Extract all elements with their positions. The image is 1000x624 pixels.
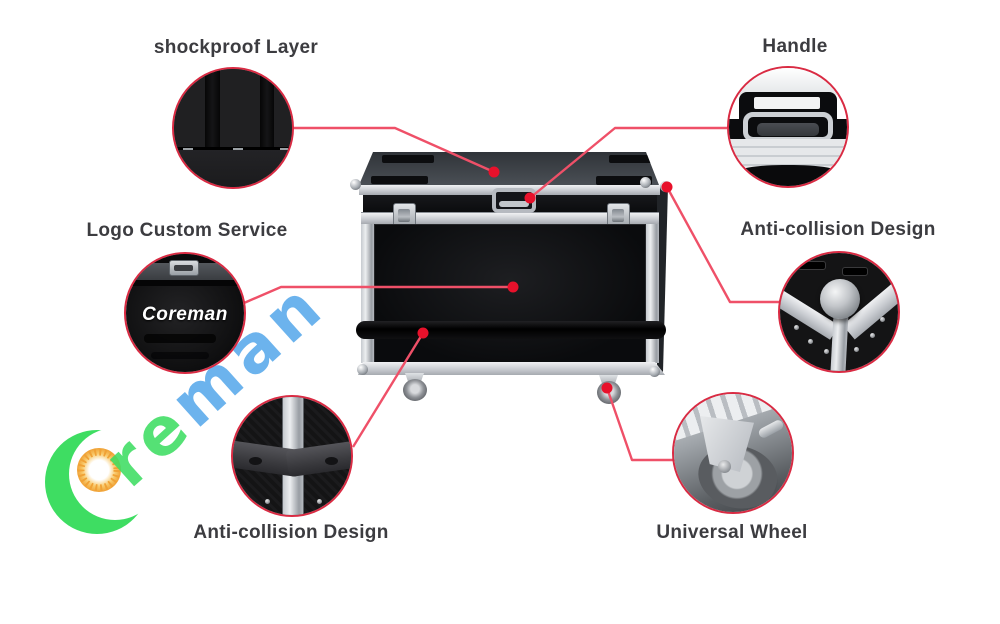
ball-corner [357,364,368,375]
stacking-dish [609,155,653,163]
rivet-dot [317,499,322,504]
watermark-text-green: re [89,385,207,502]
handle-closeup [729,68,847,186]
lid-surface [729,68,847,95]
leader-line-anticollision-corner [665,186,779,304]
case-caster-wheel-left [399,373,430,401]
ball-corner-protector [820,279,860,319]
handle-photo [727,66,849,188]
foam-back-panel [174,69,292,148]
case-edge-rail-right [646,224,659,363]
label-universal-wheel: Universal Wheel [656,522,808,543]
brake-lever [757,418,785,440]
label-logo-custom-service: Logo Custom Service [86,220,288,241]
latch-handle [169,260,199,276]
case-top-handle [492,188,536,213]
flight-case-illustration [350,148,672,406]
ball-corner [649,366,660,377]
shockproof-layer-photo [172,67,294,189]
case-edge-rail-left [361,224,374,363]
band-shadow [126,280,244,286]
rivet-dot [808,339,813,344]
watermark-c-cutout [69,428,161,520]
case-bottom-rail [358,362,665,375]
seam-highlight [280,148,288,150]
anti-collision-corner-photo [778,251,900,373]
wheel-closeup [674,394,792,512]
panel-shadow-streak [151,352,209,359]
label-anti-collision-bottom: Anti-collision Design [193,522,389,543]
logo-custom-photo: Coreman [124,252,246,374]
bumper-closeup [233,397,351,515]
ball-corner [660,181,671,192]
case-right-side [657,186,668,372]
case-printed-logo: Coreman [142,304,228,325]
caster-tire [403,379,427,401]
bumper-screw-hole [325,457,338,465]
label-handle: Handle [762,36,828,57]
ball-corner [350,179,361,190]
rivet-dot [870,333,875,338]
watermark-sun-rays [77,448,121,492]
caster-tire [597,381,621,404]
case-lid-top [359,152,659,185]
latch-cup [612,209,624,222]
top-panel-slot [798,261,826,270]
rivet-dot [265,499,270,504]
rivet-dot [854,347,859,352]
foam-interior [174,69,292,187]
bumper-screw-hole [249,457,262,465]
stacking-dish [382,155,434,163]
corner-closeup [780,253,898,371]
lid-edge-shadow [126,254,244,263]
stacking-dish [371,176,428,184]
axle-bolt [718,460,731,473]
latch-cup [398,209,410,222]
watermark-c-swoosh [45,430,149,534]
handle-grip-bar [757,123,819,136]
case-face-closeup: Coreman [126,254,244,372]
foam-divider [205,69,220,148]
universal-wheel-photo [672,392,794,514]
seam-highlight [183,148,193,150]
rivet-dot [880,317,885,322]
case-front-panel [374,224,646,363]
case-caster-wheel-right [593,375,624,404]
label-shockproof-layer: shockproof Layer [153,37,319,58]
seam-highlight [233,148,243,150]
top-panel-slot [842,267,868,276]
corner-extrusion-front [830,314,849,371]
case-handle-grip [499,201,529,207]
label-anti-collision-right: Anti-collision Design [740,219,936,240]
anti-collision-bumper-photo [231,395,353,517]
rivet-dot [794,325,799,330]
butterfly-latch-left [393,203,416,229]
foam-base [174,150,292,187]
ball-corner [640,177,651,188]
latch-slot [174,265,193,271]
rivet-dot [824,349,829,354]
butterfly-latch-right [607,203,630,229]
case-shadow [729,165,847,186]
foam-divider [260,69,274,148]
lid-band [729,139,847,167]
panel-shadow-streak [144,334,216,343]
watermark-sun-icon [77,448,121,492]
recess-lip [754,97,820,109]
case-bumper-band [356,321,666,339]
